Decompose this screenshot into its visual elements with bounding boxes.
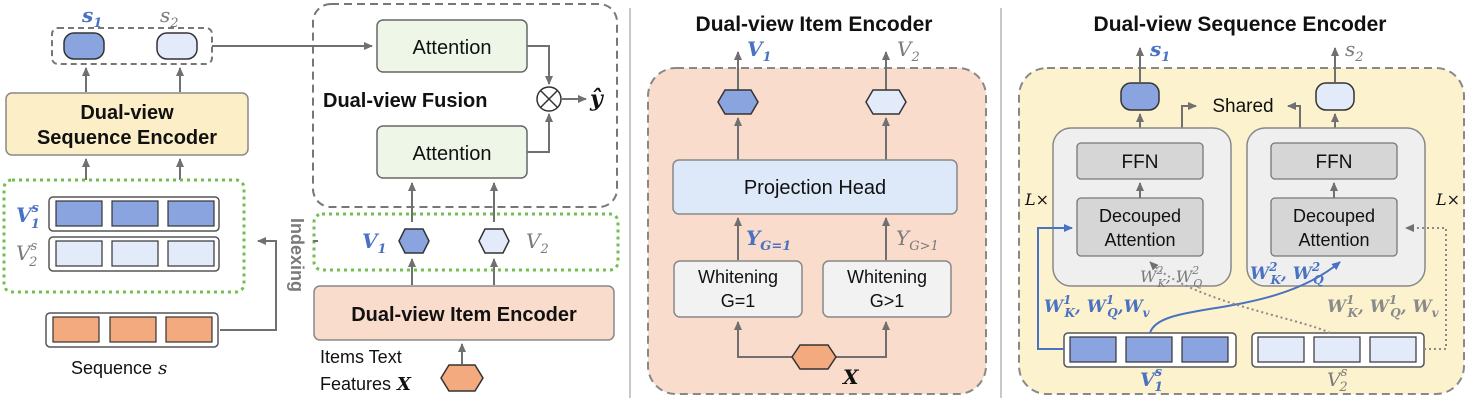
left-ffn-label: FFN [1122, 152, 1159, 173]
seq-encoder-line2: Sequence Encoder [37, 127, 217, 149]
item-encoder-label: Dual-view Item Encoder [351, 304, 577, 326]
right-v1s-cell [1069, 336, 1117, 363]
s2-node [156, 32, 198, 60]
whitening-g1-box [673, 260, 803, 318]
sequence-item-cell [52, 316, 100, 343]
v2s-cell [111, 240, 159, 267]
seq-encoder-line1: Dual-view [80, 102, 174, 124]
right-s1-node [1120, 82, 1160, 111]
projection-head-box [672, 159, 958, 215]
middle-panel: Dual-view Item Encoder V1 V2 Projection … [647, 13, 987, 395]
left-attention-line1: Decouped [1099, 206, 1181, 226]
dual-view-item-encoder-box [313, 285, 615, 341]
v1s-cell [167, 200, 215, 227]
right-title: Dual-view Sequence Encoder [1094, 13, 1387, 36]
whitening-g1-line1: Whitening [698, 267, 778, 287]
v2s-cell [167, 240, 215, 267]
items-text-line1: Items Text [320, 347, 402, 367]
right-s2-label: s2 [1345, 37, 1364, 65]
left-attention-line2: Attention [1104, 230, 1175, 250]
middle-x-label: X [841, 365, 860, 389]
right-v2s-cell [1257, 336, 1305, 363]
middle-v2-hex [865, 89, 907, 115]
lx-left-label: L× [1024, 190, 1049, 209]
whitening-g2-line2: G>1 [870, 291, 905, 311]
v1s-cell [55, 200, 103, 227]
right-s2-node [1315, 82, 1355, 111]
right-panel: Dual-view Sequence Encoder s1 s2 Shared … [1018, 13, 1465, 395]
y-g1-label: YG=1 [746, 226, 791, 254]
s1-node [63, 32, 105, 60]
lx-right-label: L× [1435, 190, 1460, 209]
right-attention-line1: Decouped [1293, 206, 1375, 226]
shared-label: Shared [1212, 96, 1273, 117]
whitening-g1-line2: G=1 [721, 291, 756, 311]
attention-bottom-label: Attention [413, 143, 492, 165]
item-embeddings-box [312, 212, 620, 272]
left-s1-label: s1 [81, 3, 102, 31]
whitening-g2-line1: Whitening [847, 267, 927, 287]
sequence-embeddings-box [2, 178, 246, 294]
left-ffn-box [1076, 142, 1204, 180]
right-v2s-cell [1369, 336, 1417, 363]
sequence-item-cell [109, 316, 157, 343]
sequence-item-cell [165, 316, 213, 343]
whitening-g2-box [822, 260, 952, 318]
v1-hex-node [398, 228, 430, 254]
right-v2s-cell [1313, 336, 1361, 363]
middle-v1-label: V1 [747, 37, 772, 65]
dual-view-fusion-box [312, 3, 618, 208]
dual-view-fusion-label: Dual-view Fusion [323, 90, 487, 112]
dual-view-sequence-encoder-box [5, 92, 249, 156]
y-hat-label: ŷ [589, 86, 605, 112]
left-s2-label: s2 [160, 3, 179, 31]
indexing-label: Indexing [287, 218, 307, 292]
middle-v2-label: V2 [897, 37, 920, 65]
right-v1s-cell [1181, 336, 1229, 363]
v2-hex-node [478, 228, 510, 254]
middle-title: Dual-view Item Encoder [696, 13, 933, 36]
left-v2-label: V2 [526, 229, 549, 257]
projection-head-label: Projection Head [744, 177, 886, 199]
right-s1-label: s1 [1149, 37, 1170, 65]
left-v1-label: V1 [362, 229, 387, 257]
right-ffn-label: FFN [1316, 152, 1353, 173]
right-v1s-cell [1125, 336, 1173, 363]
y-g2-label: YG>1 [896, 226, 939, 254]
items-text-features-hex [440, 364, 484, 392]
v2s-cell [55, 240, 103, 267]
middle-v1-hex [717, 89, 759, 115]
middle-x-hex [791, 344, 837, 370]
right-attention-line2: Attention [1298, 230, 1369, 250]
sequence-representation-box [51, 27, 213, 65]
right-ffn-box [1270, 142, 1398, 180]
attention-top-label: Attention [413, 37, 492, 59]
left-attention-box [1076, 197, 1204, 257]
right-attention-box [1270, 197, 1398, 257]
v1s-cell [111, 200, 159, 227]
